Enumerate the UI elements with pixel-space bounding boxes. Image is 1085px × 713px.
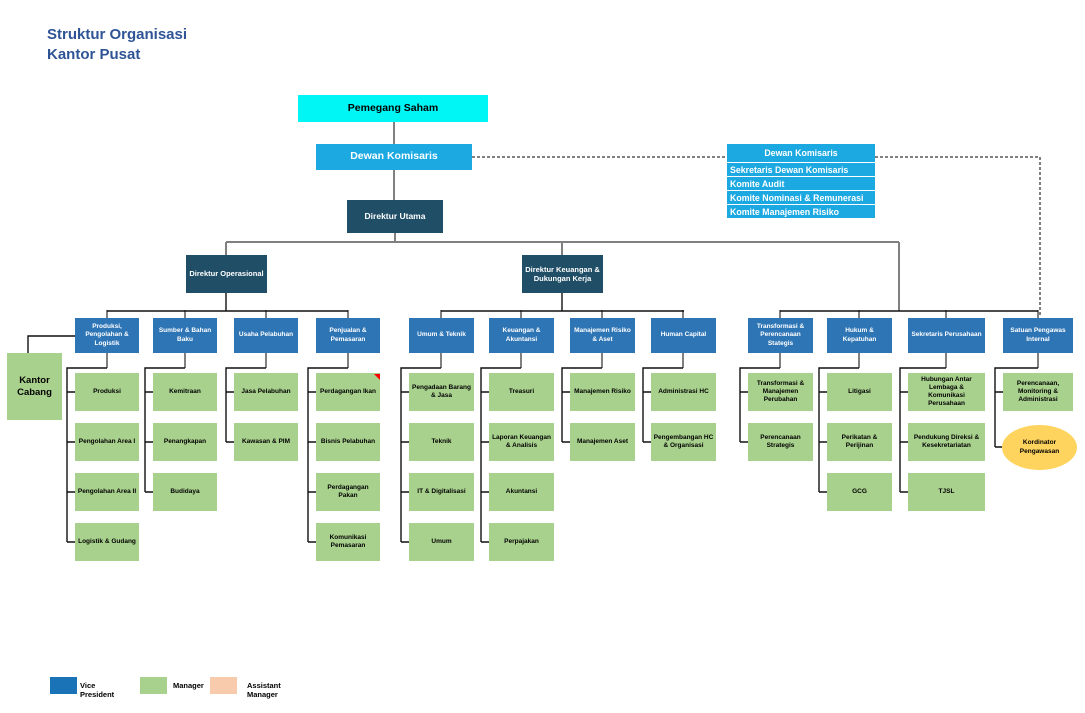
- manager-box-perdagangan-pakan: Perdagangan Pakan: [316, 473, 380, 511]
- manager-box-penangkapan: Penangkapan: [153, 423, 217, 461]
- manager-box-perdagangan-ikan: Perdagangan Ikan: [316, 373, 380, 411]
- legend-label-manager: Manager: [173, 681, 204, 690]
- manager-box-pendukung-direksi: Pendukung Direksi & Kesekretariatan: [908, 423, 985, 461]
- legend-label-vice-president: Vice President: [80, 681, 115, 699]
- vp-box-keuangan-akuntansi: Keuangan & Akuntansi: [489, 318, 554, 353]
- manager-box-logistik-gudang: Logistik & Gudang: [75, 523, 139, 561]
- page-title-line1: Struktur Organisasi: [47, 26, 188, 43]
- vp-box-sekretaris-perusahaan: Sekretaris Perusahaan: [908, 318, 985, 353]
- org-node-dewan-komisaris: Dewan Komisaris: [316, 144, 472, 170]
- org-node-direktur-keuangan: Direktur Keuangan & Dukungan Kerja: [522, 255, 603, 293]
- manager-box-produksi: Produksi: [75, 373, 139, 411]
- manager-box-teknik: Teknik: [409, 423, 474, 461]
- manager-box-jasa-pelabuhan: Jasa Pelabuhan: [234, 373, 298, 411]
- legend-swatch-manager: [140, 677, 167, 694]
- legend-swatch-assistant-manager: [210, 677, 237, 694]
- vp-box-usaha-pelabuhan: Usaha Pelabuhan: [234, 318, 298, 353]
- manager-box-laporan-keuangan-analisis: Laporan Keuangan & Analisis: [489, 423, 554, 461]
- page-title: Struktur Organisasi Kantor Pusat: [47, 25, 187, 64]
- manager-box-umum: Umum: [409, 523, 474, 561]
- vp-box-manajemen-risiko-aset: Manajemen Risiko & Aset: [570, 318, 635, 353]
- komisaris-committee-panel: Dewan Komisaris Sekretaris Dewan Komisar…: [727, 144, 875, 218]
- manager-box-komunikasi-pemasaran: Komunikasi Pemasaran: [316, 523, 380, 561]
- manager-box-tjsl: TJSL: [908, 473, 985, 511]
- manager-box-kawasan-pim: Kawasan & PIM: [234, 423, 298, 461]
- vp-box-human-capital: Human Capital: [651, 318, 716, 353]
- vp-box-penjualan-pemasaran: Penjualan & Pemasaran: [316, 318, 380, 353]
- komisaris-panel-item: Komite Audit: [727, 177, 875, 190]
- legend-label-assistant-manager: Assistant Manager: [247, 681, 281, 699]
- manager-box-pengolahan-area-2: Pengolahan Area II: [75, 473, 139, 511]
- org-node-kantor-cabang: Kantor Cabang: [7, 353, 62, 420]
- assistant-node-kordinator-pengawasan: Kordinator Pengawasan: [1002, 425, 1077, 470]
- komisaris-panel-item: Komite Manajemen Risiko: [727, 205, 875, 218]
- vp-box-umum-teknik: Umum & Teknik: [409, 318, 474, 353]
- vp-box-satuan-pengawas-internal: Satuan Pengawas Internal: [1003, 318, 1073, 353]
- manager-box-litigasi: Litigasi: [827, 373, 892, 411]
- vp-box-sumber-bahan-baku: Sumber & Bahan Baku: [153, 318, 217, 353]
- manager-box-perencanaan-strategis: Perencanaan Strategis: [748, 423, 813, 461]
- legend-swatch-vice-president: [50, 677, 77, 694]
- manager-box-manajemen-aset: Manajemen Aset: [570, 423, 635, 461]
- manager-box-pengembangan-hc-organisasi: Pengembangan HC & Organisasi: [651, 423, 716, 461]
- komisaris-panel-header: Dewan Komisaris: [727, 144, 875, 162]
- manager-box-gcg: GCG: [827, 473, 892, 511]
- manager-box-pengadaan-barang-jasa: Pengadaan Barang & Jasa: [409, 373, 474, 411]
- org-node-pemegang-saham: Pemegang Saham: [298, 95, 488, 122]
- org-node-direktur-operasional: Direktur Operasional: [186, 255, 267, 293]
- manager-box-kemitraan: Kemitraan: [153, 373, 217, 411]
- manager-box-akuntansi: Akuntansi: [489, 473, 554, 511]
- manager-box-pengolahan-area-1: Pengolahan Area I: [75, 423, 139, 461]
- vp-box-produksi-pengolahan-logistik: Produksi, Pengolahan & Logistik: [75, 318, 139, 353]
- manager-box-bisnis-pelabuhan: Bisnis Pelabuhan: [316, 423, 380, 461]
- manager-box-manajemen-risiko: Manajemen Risiko: [570, 373, 635, 411]
- manager-box-perikatan-perijinan: Perikatan & Perijinan: [827, 423, 892, 461]
- vp-box-transformasi-perencanaan: Transformasi & Perencanaan Stategis: [748, 318, 813, 353]
- komisaris-panel-item: Komite Nominasi & Remunerasi: [727, 191, 875, 204]
- manager-box-hubungan-antar-lembaga: Hubungan Antar Lembaga & Komunikasi Peru…: [908, 373, 985, 411]
- org-node-direktur-utama: Direktur Utama: [347, 200, 443, 233]
- manager-box-transformasi-manajemen-perubahan: Transformasi & Manajemen Perubahan: [748, 373, 813, 411]
- vp-box-hukum-kepatuhan: Hukum & Kepatuhan: [827, 318, 892, 353]
- manager-box-budidaya: Budidaya: [153, 473, 217, 511]
- manager-box-it-digitalisasi: IT & Digitalisasi: [409, 473, 474, 511]
- manager-box-treasuri: Treasuri: [489, 373, 554, 411]
- comment-marker-icon: [374, 374, 380, 380]
- manager-box-perpajakan: Perpajakan: [489, 523, 554, 561]
- manager-box-perencanaan-monitoring-administrasi: Perencanaan, Monitoring & Administrasi: [1003, 373, 1073, 411]
- page-title-line2: Kantor Pusat: [47, 45, 141, 63]
- komisaris-panel-item: Sekretaris Dewan Komisaris: [727, 163, 875, 176]
- manager-box-administrasi-hc: Administrasi HC: [651, 373, 716, 411]
